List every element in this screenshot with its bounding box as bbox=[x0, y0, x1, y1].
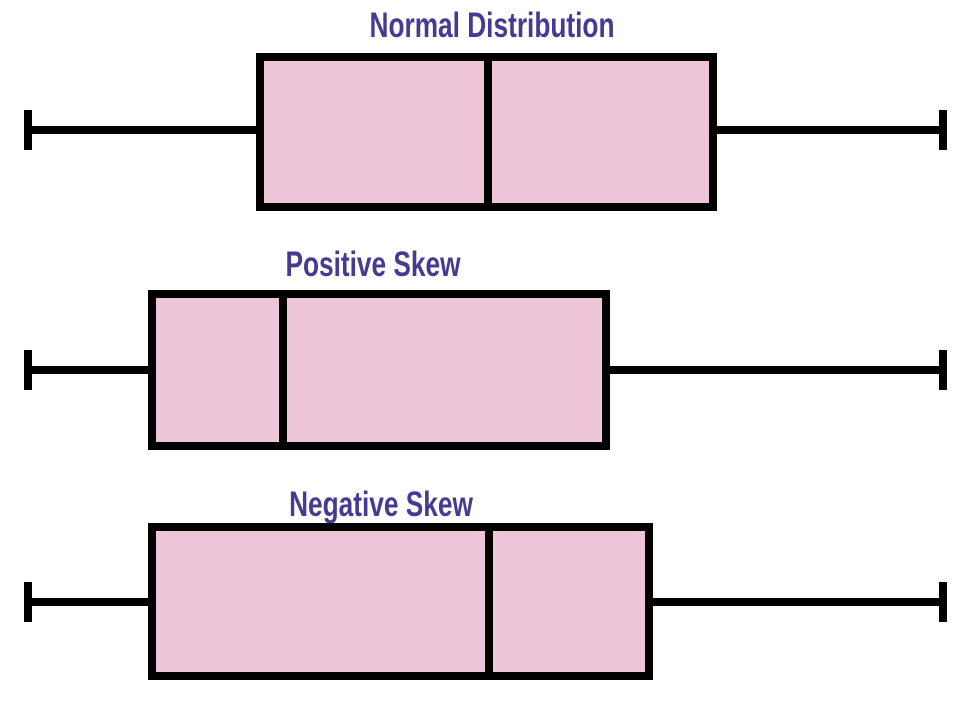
whisker-left-line bbox=[28, 598, 152, 606]
iqr-box bbox=[148, 523, 653, 680]
median-line bbox=[485, 523, 493, 680]
whisker-left-line bbox=[28, 366, 152, 374]
whisker-cap-min bbox=[24, 350, 32, 390]
whisker-right-line bbox=[713, 126, 943, 134]
whisker-right-line bbox=[649, 598, 943, 606]
plot-title-positive-skew: Positive Skew bbox=[285, 245, 461, 284]
median-line bbox=[279, 290, 287, 450]
plot-title-negative-skew: Negative Skew bbox=[289, 485, 473, 524]
median-line bbox=[484, 53, 492, 211]
whisker-right-line bbox=[606, 366, 943, 374]
whisker-cap-max bbox=[939, 582, 947, 622]
iqr-box bbox=[148, 290, 610, 450]
whisker-cap-max bbox=[939, 110, 947, 150]
whisker-left-line bbox=[28, 126, 260, 134]
whisker-cap-min bbox=[24, 110, 32, 150]
whisker-cap-max bbox=[939, 350, 947, 390]
whisker-cap-min bbox=[24, 582, 32, 622]
plot-title-normal-distribution: Normal Distribution bbox=[369, 6, 615, 45]
